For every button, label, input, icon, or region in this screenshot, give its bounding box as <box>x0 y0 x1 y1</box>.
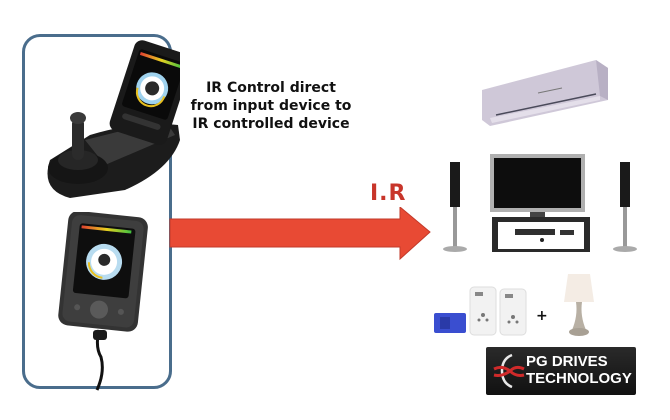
remote-power-sockets-icon <box>434 286 527 336</box>
caption-line-2: from input device to <box>190 98 352 114</box>
table-lamp-icon <box>564 274 594 336</box>
ir-arrow-icon <box>169 207 431 261</box>
plus-sign: + <box>536 308 548 324</box>
television-home-theater-icon <box>443 154 637 252</box>
joystick-controller-icon <box>47 40 180 198</box>
air-conditioner-icon <box>482 60 608 126</box>
logo-emblem-icon <box>493 353 525 389</box>
caption-line-1: IR Control direct <box>206 80 336 96</box>
ir-label: I.R <box>370 181 407 206</box>
diagram-caption: IR Control direct from input device to I… <box>186 79 356 133</box>
caption-line-3: IR controlled device <box>192 116 350 132</box>
logo-text: PG DRIVES TECHNOLOGY <box>526 353 632 387</box>
logo-line-2: TECHNOLOGY <box>526 370 632 387</box>
pg-drives-logo: PG DRIVES TECHNOLOGY <box>486 347 636 395</box>
handheld-controller-icon <box>58 212 148 391</box>
logo-line-1: PG DRIVES <box>526 353 608 370</box>
